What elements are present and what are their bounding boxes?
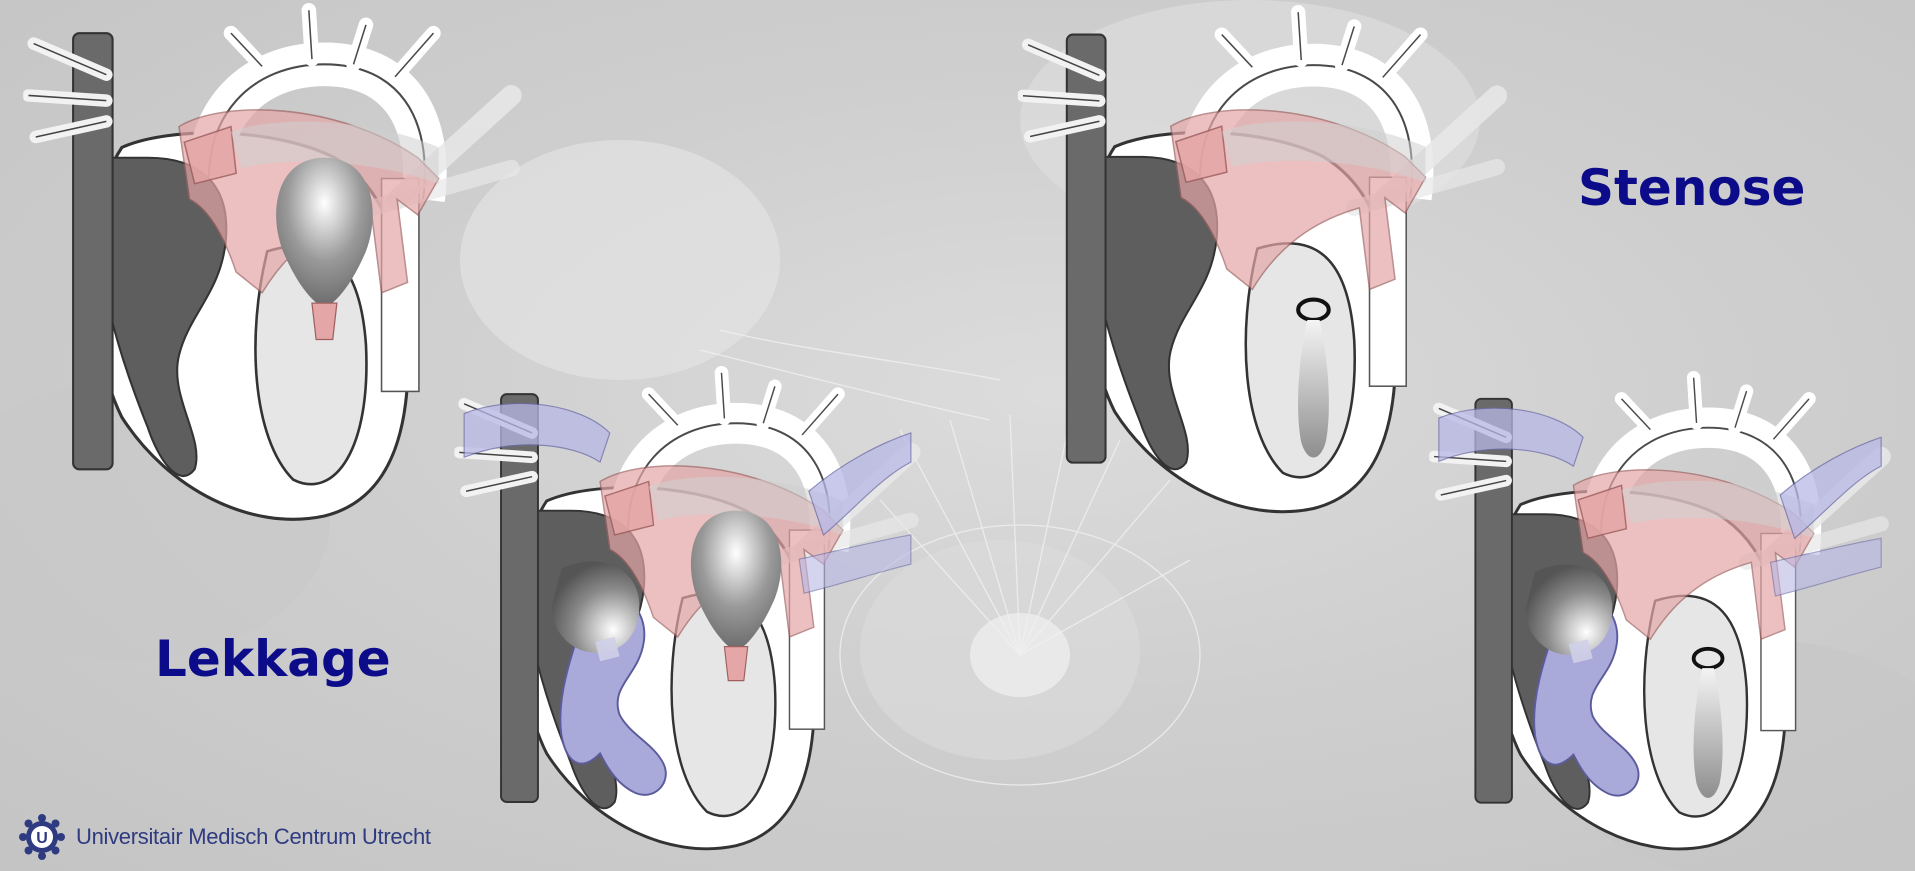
lekkage-label: Lekkage bbox=[155, 634, 391, 684]
heart-lekkage-bottom bbox=[440, 365, 935, 870]
footer: U Universitair Medisch Centrum Utrecht bbox=[18, 813, 431, 861]
logo-letter: U bbox=[36, 830, 48, 847]
institution-name: Universitair Medisch Centrum Utrecht bbox=[76, 824, 431, 850]
heart-stenose-bottom bbox=[1415, 370, 1905, 870]
stenose-label: Stenose bbox=[1578, 163, 1805, 213]
umc-logo-icon: U bbox=[18, 813, 66, 861]
